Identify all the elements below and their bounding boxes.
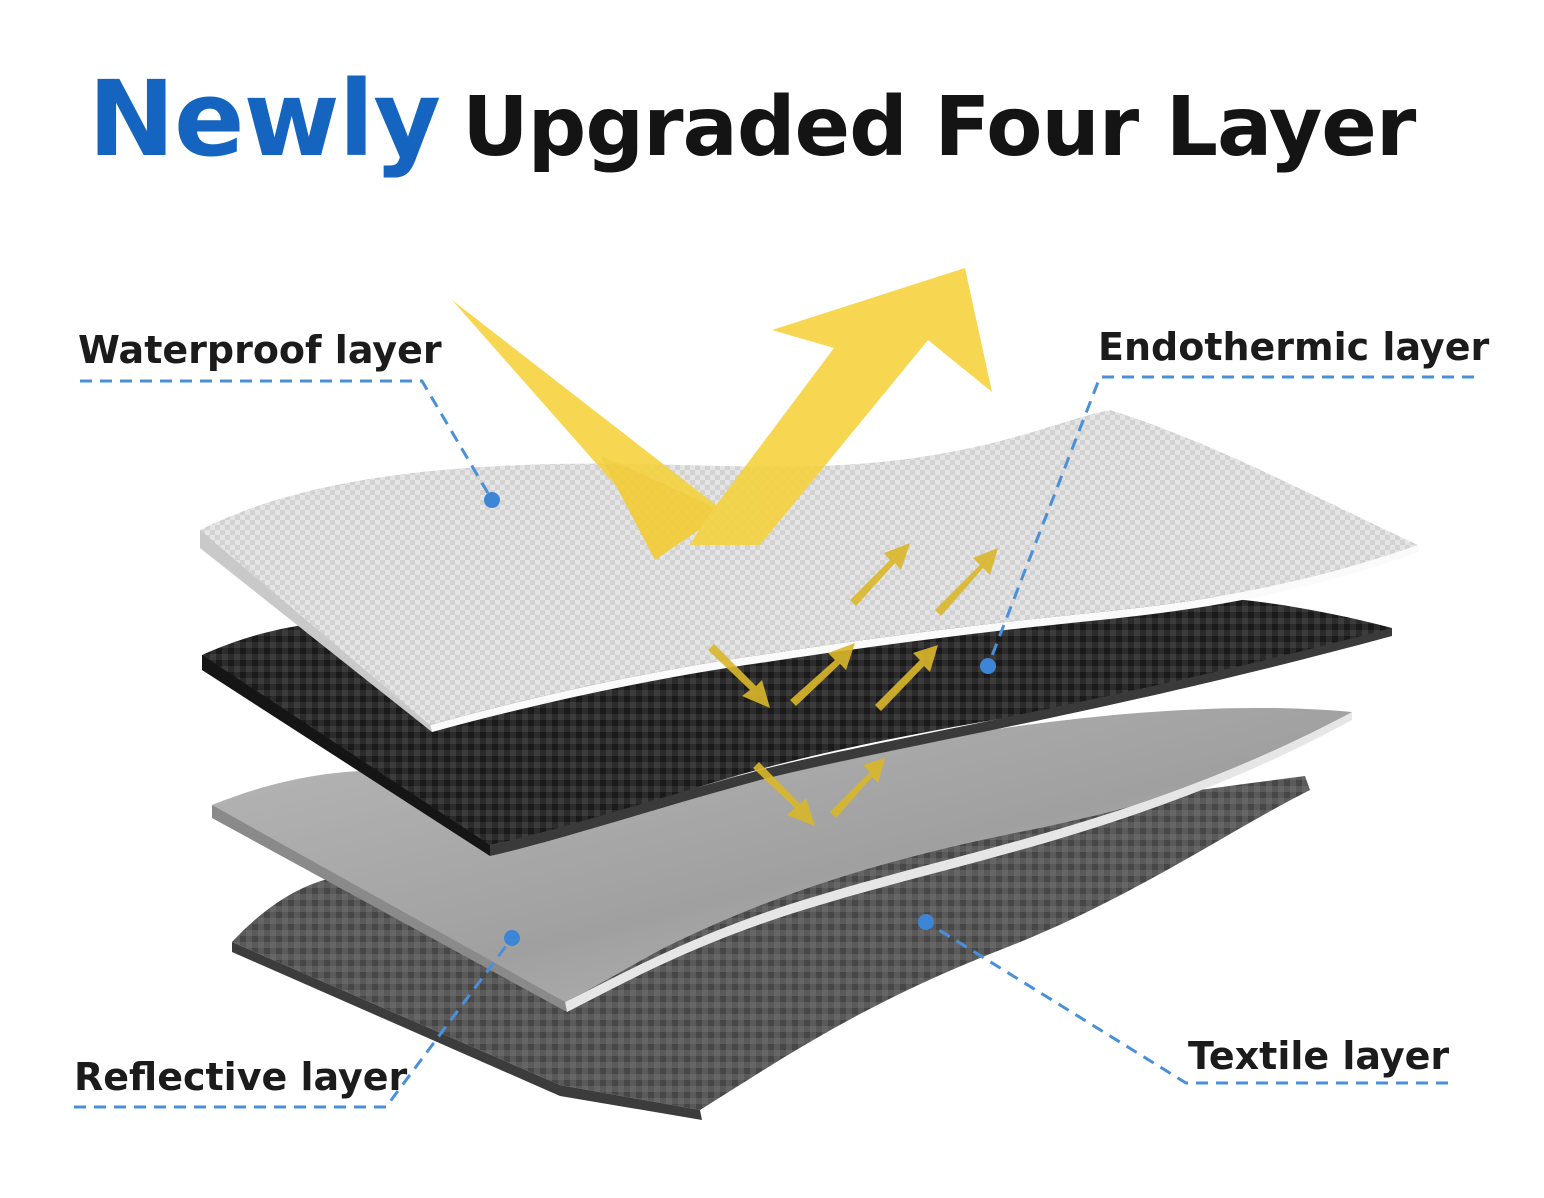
heat-arrow-up-3 (790, 643, 855, 706)
waterproof-dot (484, 492, 500, 508)
heat-arrows (708, 543, 998, 826)
leader-lines (74, 375, 1474, 1109)
heat-arrow-down-2 (753, 762, 815, 826)
reflective-layer-label: Reflective layer (74, 1055, 408, 1099)
sunlight-arrow (452, 268, 992, 560)
textile-layer-label: Textile layer (1188, 1034, 1450, 1078)
endothermic-layer-label: Endothermic layer (1098, 325, 1490, 369)
waterproof-layer-label: Waterproof layer (78, 328, 442, 372)
title-accent: Newly (88, 58, 441, 180)
textile-leader (925, 920, 1448, 1085)
waterproof-layer (200, 410, 1418, 732)
heat-arrow-up-5 (830, 758, 885, 818)
reflective-dot (504, 930, 520, 946)
textile-dot (918, 914, 934, 930)
textile-layer (232, 776, 1310, 1120)
heat-arrow-down-1 (708, 644, 770, 708)
waterproof-leader (80, 379, 494, 501)
heat-arrow-up-1 (850, 543, 910, 606)
leader-dots (484, 492, 996, 946)
endothermic-leader (986, 375, 1474, 667)
heat-arrow-up-4 (875, 645, 938, 711)
endothermic-dot (980, 658, 996, 674)
title-main: Upgraded Four Layer (462, 80, 1416, 175)
reflective-leader (74, 937, 514, 1109)
heat-arrow-up-2 (935, 548, 998, 616)
